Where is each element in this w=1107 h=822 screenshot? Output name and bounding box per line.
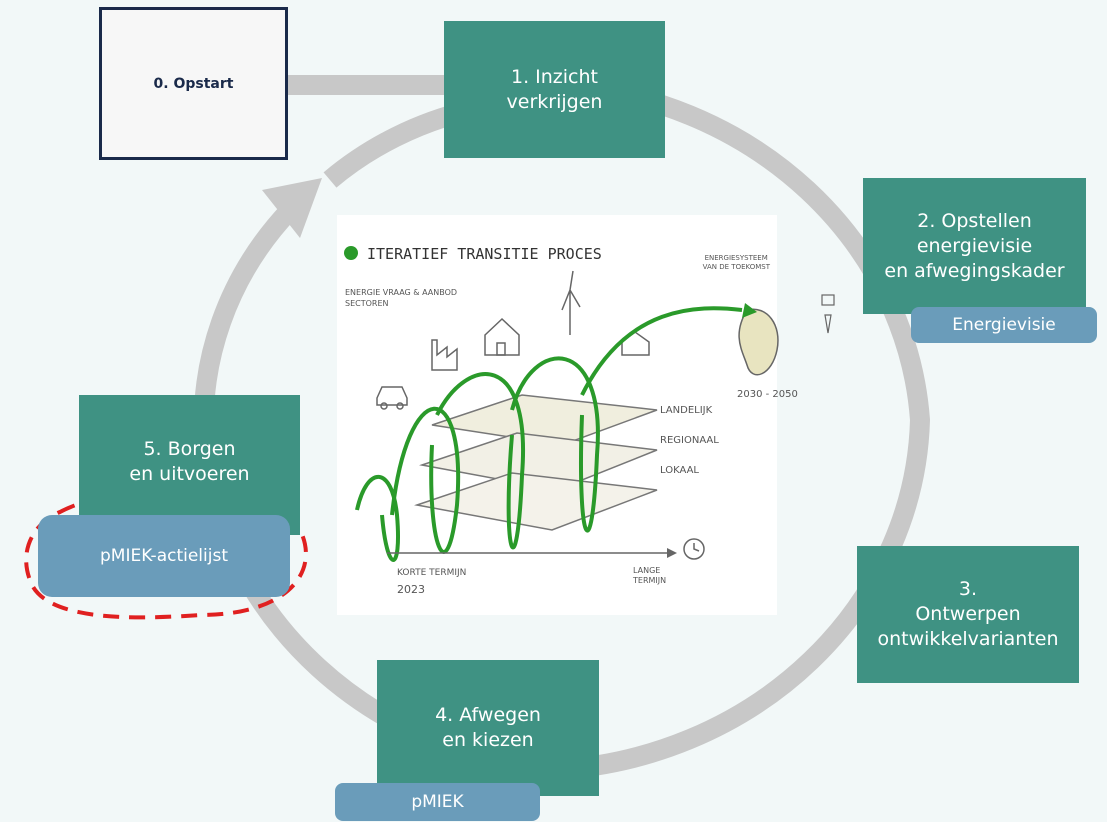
time-axis-arrow (667, 548, 677, 558)
axis-year-start: 2023 (397, 583, 425, 596)
tag-energievisie: Energievisie (911, 307, 1097, 343)
greenhouse-icon (621, 331, 650, 356)
energy-icons (821, 294, 835, 334)
alarm-clock-icon (683, 538, 705, 560)
wind-turbine-icon (561, 270, 581, 335)
layer-landelijk: LANDELIJK (660, 405, 713, 416)
step-5-borgen-uitvoeren: 5. Borgen en uitvoeren (79, 395, 300, 535)
highlight-dashed-outline (24, 487, 308, 620)
sketch-future-label: ENERGIESYSTEEM VAN DE TOEKOMST (703, 254, 771, 271)
sketch-title: ITERATIEF TRANSITIE PROCES (367, 245, 602, 263)
axis-korte-termijn: KORTE TERMIJN (397, 568, 466, 578)
house-icon (484, 317, 520, 356)
transition-sketch: ITERATIEF TRANSITIE PROCES ENERGIE VRAAG… (337, 215, 835, 615)
axis-lange-termijn: LANGE TERMIJN (632, 566, 666, 585)
step-4-afwegen-kiezen: 4. Afwegen en kiezen (377, 660, 599, 796)
iteration-spiral (355, 306, 743, 562)
netherlands-map-icon (738, 308, 779, 376)
car-icon (376, 386, 408, 410)
step-0-opstart: 0. Opstart (99, 7, 288, 160)
tag-pmiek-actielijst: pMIEK-actielijst (38, 515, 290, 597)
step-1-inzicht-verkrijgen: 1. Inzicht verkrijgen (444, 21, 665, 158)
step-3-ontwerpen: 3. Ontwerpen ontwikkelvarianten (857, 546, 1079, 683)
factory-icon (431, 339, 458, 371)
green-dot-icon (344, 246, 358, 260)
layer-regionaal: REGIONAAL (660, 435, 719, 446)
cycle-arrowhead (262, 178, 322, 238)
sketch-years-future: 2030 - 2050 (737, 389, 798, 400)
spiral-arrowhead (742, 303, 757, 318)
layer-lokaal: LOKAAL (660, 465, 699, 476)
step-2-energievisie: 2. Opstellen energievisie en afwegingska… (863, 178, 1086, 314)
ring-arc (195, 75, 931, 781)
tag-pmiek: pMIEK (335, 783, 540, 821)
sketch-sectors-label: ENERGIE VRAAG & AANBOD SECTOREN (345, 288, 460, 308)
